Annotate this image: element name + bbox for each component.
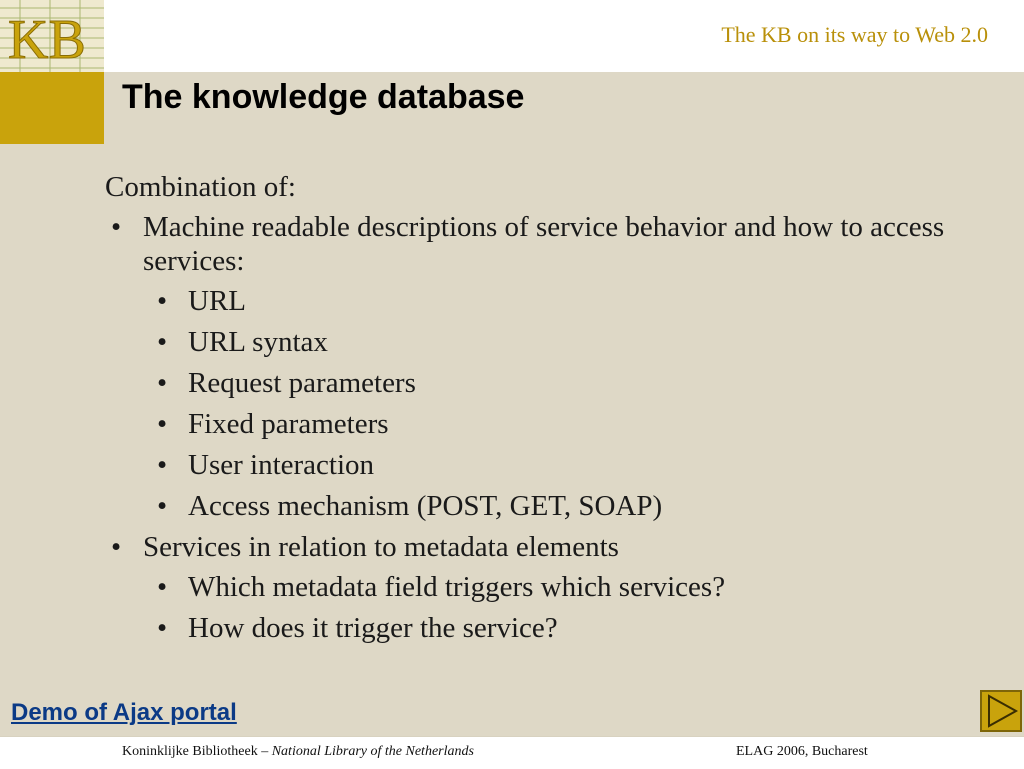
sub-bullet-item: • How does it trigger the service? <box>143 611 985 645</box>
intro-text: Combination of: <box>105 171 296 203</box>
sub-bullet-text: Which metadata field triggers which serv… <box>188 571 726 603</box>
sub-bullet-item: • Access mechanism (POST, GET, SOAP) <box>143 489 985 523</box>
bullet-list: • Machine readable descriptions of servi… <box>105 210 985 645</box>
sub-bullet-item: • URL syntax <box>143 325 985 359</box>
bullet-text: Machine readable descriptions of service… <box>143 211 945 277</box>
sub-bullet-item: • Request parameters <box>143 366 985 400</box>
footer-bar: Koninklijke Bibliotheek – National Libra… <box>0 736 1024 769</box>
play-button[interactable] <box>980 690 1022 732</box>
bullet-item: • Machine readable descriptions of servi… <box>105 210 985 523</box>
bullet-marker: • <box>157 571 168 603</box>
bullet-marker: • <box>157 285 168 317</box>
logo-letters: KB <box>8 9 86 71</box>
bullet-marker: • <box>157 449 168 481</box>
sub-bullet-item: • User interaction <box>143 448 985 482</box>
sub-bullet-item: • URL <box>143 284 985 318</box>
footer-event: ELAG 2006, Bucharest <box>736 744 868 759</box>
slide-body: Combination of: • Machine readable descr… <box>105 170 985 652</box>
demo-ajax-portal-link[interactable]: Demo of Ajax portal <box>11 699 237 726</box>
sub-bullet-text: Request parameters <box>188 367 416 399</box>
kb-logo: KB <box>0 0 104 72</box>
sub-bullet-item: • Which metadata field triggers which ser… <box>143 570 985 604</box>
footer-institution: Koninklijke Bibliotheek – National Libra… <box>122 744 474 760</box>
bullet-marker: • <box>157 490 168 522</box>
bullet-marker: • <box>157 326 168 358</box>
sub-bullet-list: • URL • URL syntax • Request parameters • Fi… <box>143 284 985 523</box>
sub-bullet-text: Access mechanism (POST, GET, SOAP) <box>188 490 663 522</box>
bullet-marker: • <box>157 612 168 644</box>
sub-bullet-text: URL syntax <box>188 326 328 358</box>
sub-bullet-text: Fixed parameters <box>188 408 389 440</box>
presentation-tagline: The KB on its way to Web 2.0 <box>721 22 988 47</box>
slide-title: The knowledge database <box>122 78 525 116</box>
footer-institution-subtitle: National Library of the Netherlands <box>271 744 474 759</box>
gold-accent-block <box>0 72 104 144</box>
bullet-marker: • <box>111 531 122 563</box>
sub-bullet-text: How does it trigger the service? <box>188 612 558 644</box>
bullet-marker: • <box>157 367 168 399</box>
bullet-marker: • <box>157 408 168 440</box>
bullet-item: • Services in relation to metadata eleme… <box>105 530 985 645</box>
sub-bullet-list: • Which metadata field triggers which ser… <box>143 570 985 645</box>
bullet-marker: • <box>111 211 122 243</box>
footer-institution-name: Koninklijke Bibliotheek – <box>122 744 272 759</box>
sub-bullet-item: • Fixed parameters <box>143 407 985 441</box>
header-bar: KB The KB on its way to Web 2.0 <box>0 0 1024 72</box>
sub-bullet-text: URL <box>188 285 246 317</box>
play-triangle-icon <box>988 694 1019 728</box>
bullet-text: Services in relation to metadata element… <box>143 531 619 563</box>
sub-bullet-text: User interaction <box>188 449 375 481</box>
